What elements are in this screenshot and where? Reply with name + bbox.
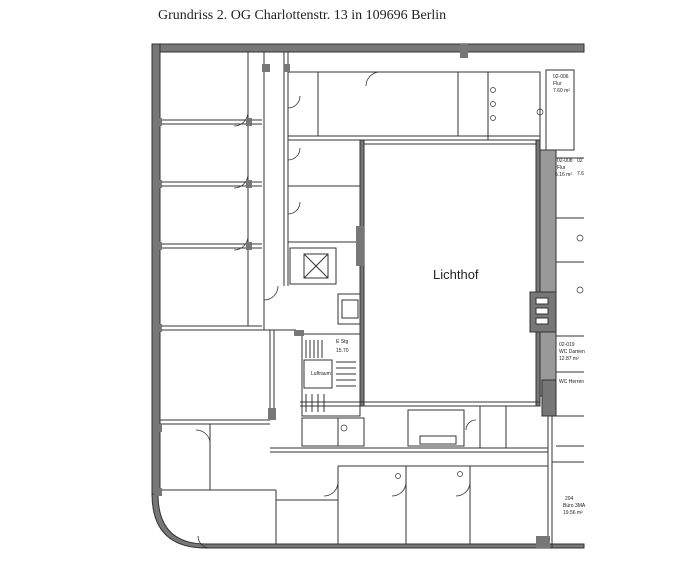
label-02-019-name: WC Damen — [559, 349, 585, 355]
label-02-008: 02-008 — [557, 158, 573, 164]
label-204: 204 — [565, 496, 574, 502]
label-02-side: 02 — [577, 158, 583, 164]
pillars — [154, 44, 550, 548]
wall-southwest-curve — [151, 493, 585, 549]
south-rooms — [160, 401, 548, 544]
label-204-area: 19.56 m² — [563, 510, 583, 516]
sanitary-fixtures — [340, 87, 584, 479]
label-204-name: Büro 3MA — [563, 503, 586, 509]
courtyard-wall — [359, 139, 365, 407]
west-office-walls — [160, 119, 270, 425]
north-rooms — [287, 69, 575, 151]
label-02-006-name: Flur — [553, 81, 562, 87]
label-02-006: 02-006 — [553, 74, 569, 80]
label-airspace: Luftraum — [311, 371, 331, 377]
wall-north — [151, 43, 585, 53]
corridor-walls — [247, 52, 296, 420]
plan-title: Grundriss 2. OG Charlottenstr. 13 in 109… — [158, 8, 447, 23]
label-wc-herren: WC Herren — [559, 379, 584, 385]
label-courtyard: Lichthof — [433, 267, 479, 282]
door-swings — [195, 71, 477, 549]
label-02-008-name: Flur — [557, 165, 566, 171]
label-stair-area: 15.70 — [336, 348, 349, 354]
inner-rooms — [287, 139, 365, 325]
label-02-006-area: 7.60 m² — [553, 88, 570, 94]
label-02-side-val: 7.6 — [577, 171, 584, 177]
label-02-019-area: 12.87 m² — [559, 356, 579, 362]
label-stair: E Stg — [336, 339, 348, 345]
east-strip — [529, 149, 584, 548]
label-02-008-area: 6.16 m² — [555, 172, 572, 178]
stair-core — [301, 333, 361, 417]
label-02-019: 02-019 — [559, 342, 575, 348]
